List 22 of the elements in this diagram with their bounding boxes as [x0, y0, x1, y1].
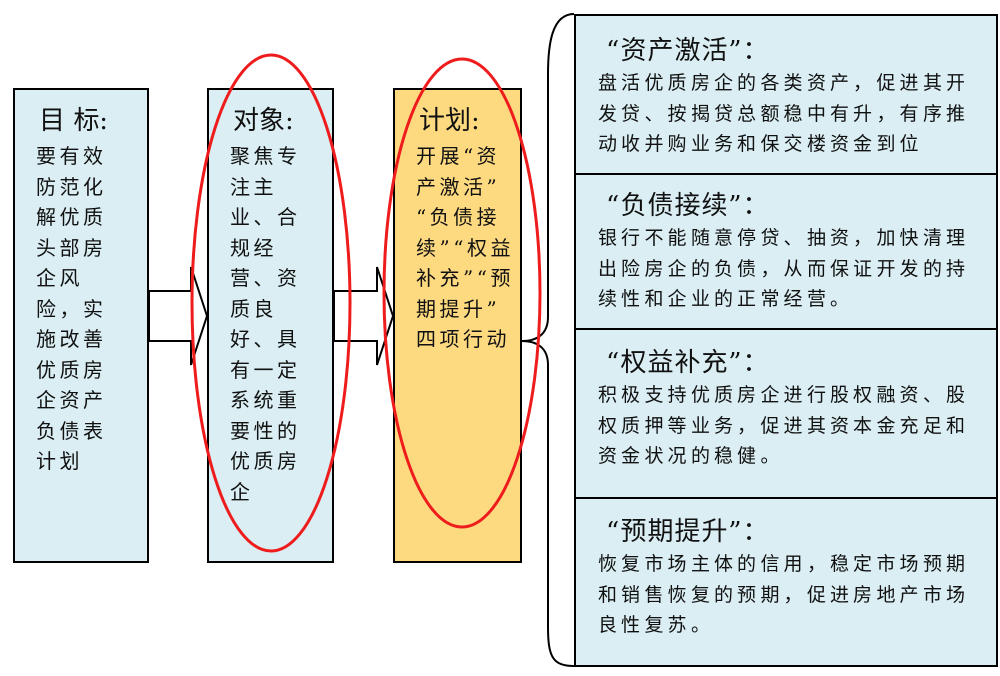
column-box: [393, 88, 522, 563]
box-heading: “资产激活”：: [606, 35, 770, 67]
box-text: 积极支持优质房企进行股权融资、股权质押等业务，促进其资本金充足和资金状况的稳健。: [598, 383, 970, 469]
block-arrow: [148, 266, 208, 366]
box-text: 要有效防范化解优质头部房企风险，实施改善优质房企资产负债表计划: [36, 143, 108, 475]
box-text: 聚焦专注主业、合规经营、资质良好、具有一定系统重要性的优质房企: [230, 143, 302, 506]
action-box: [574, 14, 998, 175]
box-text: 银行不能随意停贷、抽资，加快清理出险房企的负债，从而保证开发的持续性和企业的正常经营。: [598, 226, 970, 312]
box-heading: “负债接续”：: [606, 190, 770, 222]
column-box: [207, 88, 334, 563]
box-text: 恢复市场主体的信用，稳定市场预期和销售恢复的预期，促进房地产市场良性复苏。: [598, 552, 970, 638]
action-box: [574, 173, 998, 330]
box-text: 盘活优质房企的各类资产，促进其开发贷、按揭贷总额稳中有升，有序推动收并购业务和保交楼资金到位: [598, 71, 970, 157]
column-box: [13, 88, 149, 563]
box-heading: “权益补充”：: [606, 347, 770, 379]
action-box: [574, 328, 998, 499]
box-heading: 目 标:: [39, 105, 108, 137]
box-text: 开展“资产激活”“负债接续”“权益补充”“预期提升”四项行动: [416, 143, 515, 353]
box-heading: “预期提升”：: [606, 516, 770, 548]
box-heading: 计划:: [419, 105, 480, 137]
action-box: [574, 497, 998, 667]
box-heading: 对象:: [233, 105, 294, 137]
